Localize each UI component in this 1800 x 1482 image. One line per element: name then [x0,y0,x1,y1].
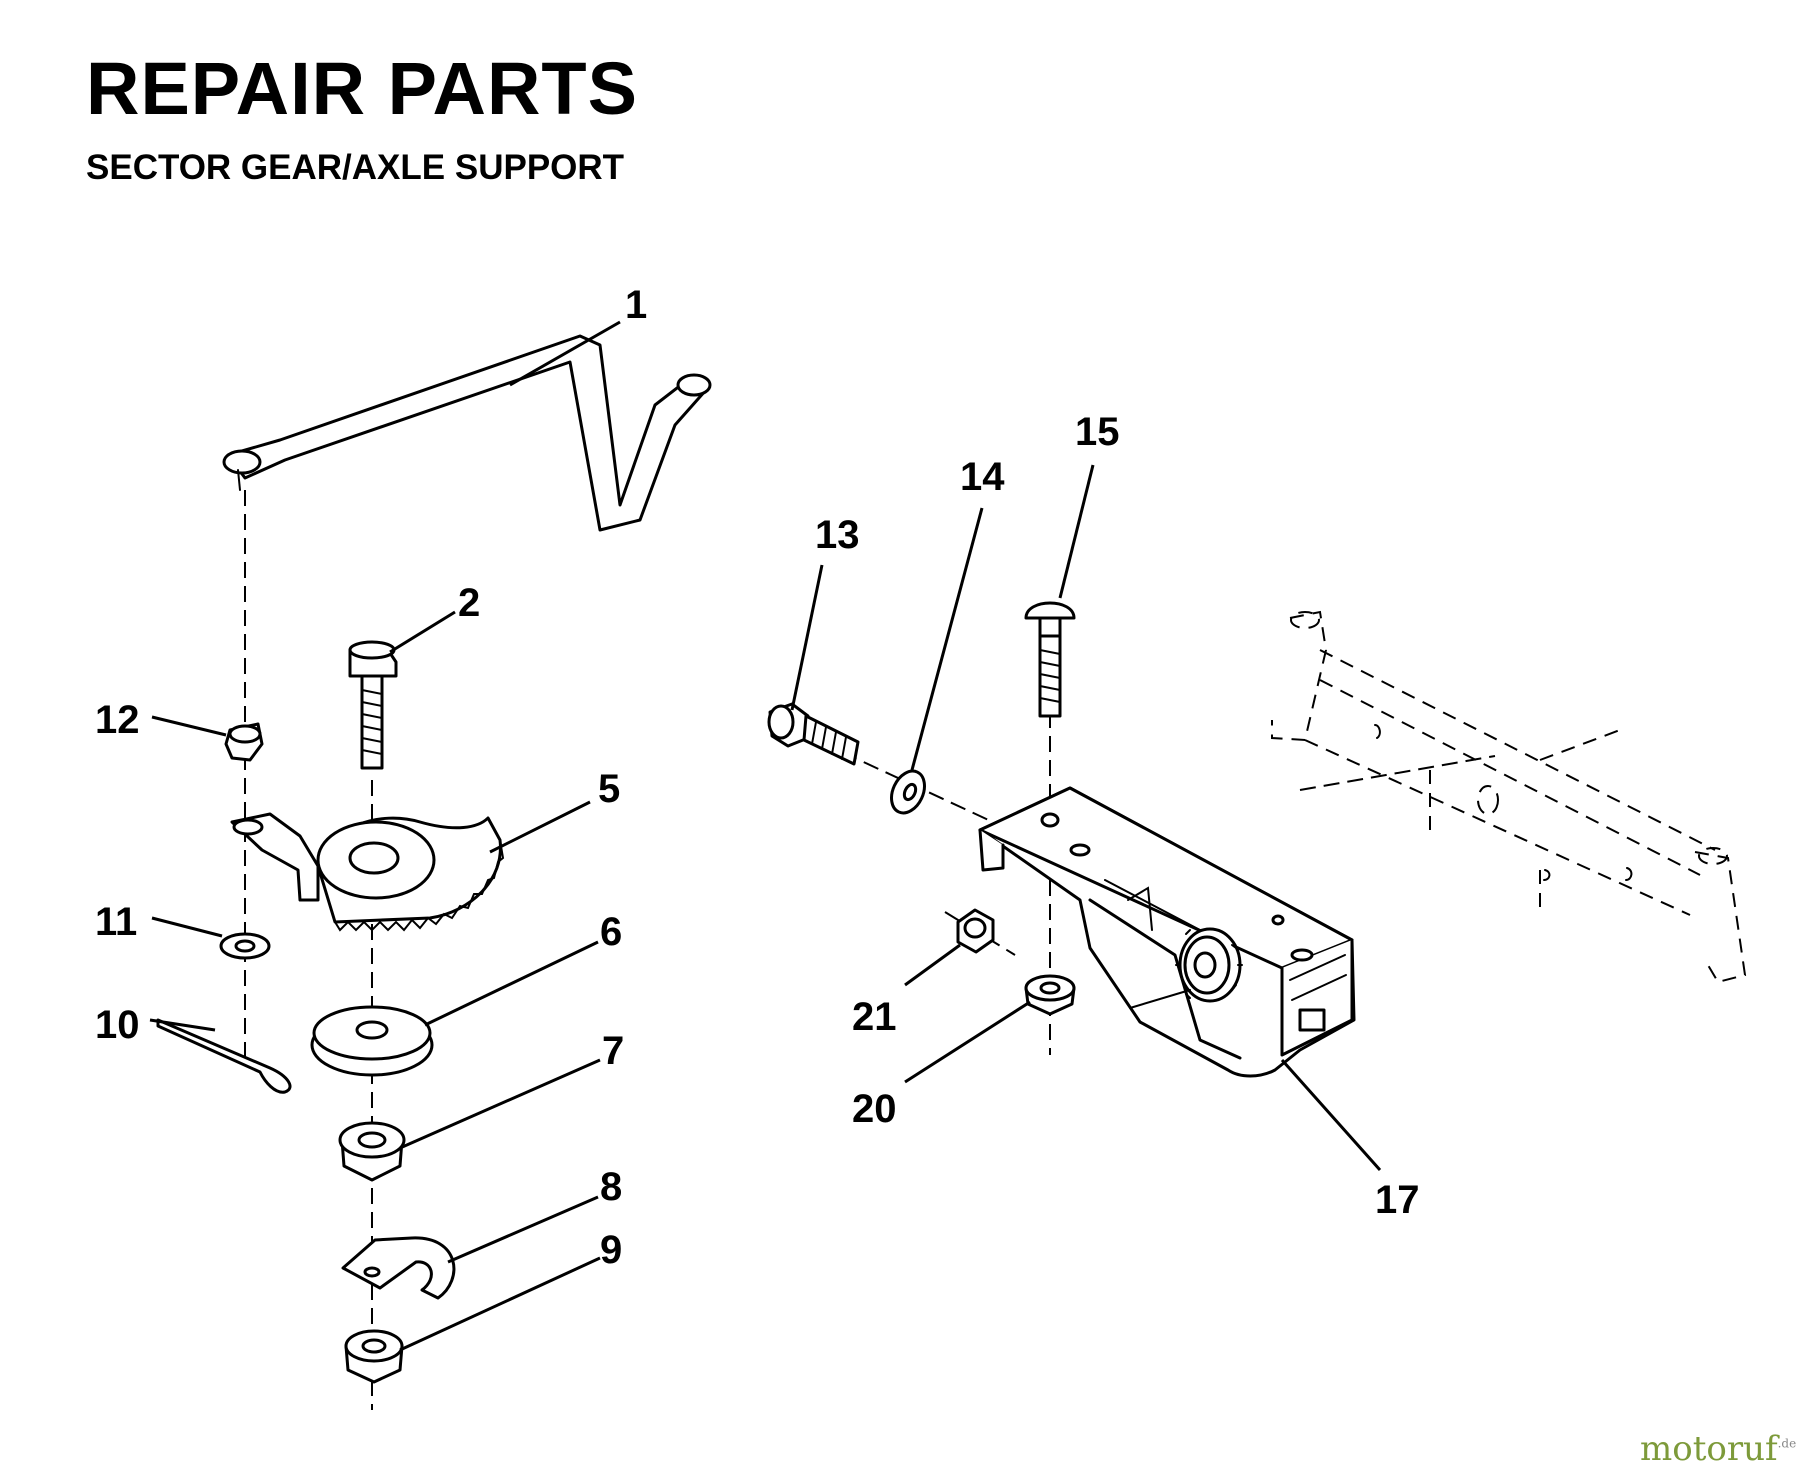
callout-13: 13 [815,513,860,557]
leader-7 [399,1058,601,1150]
part-5-sector-gear [230,812,505,932]
callout-17: 17 [1375,1178,1420,1222]
callout-10: 10 [95,1003,140,1047]
leader-11 [151,916,223,938]
part-7-nut [338,1121,406,1182]
callout-15: 15 [1075,410,1120,454]
callout-1: 1 [625,283,647,327]
watermark-text: motoruf [1640,1429,1778,1469]
callout-20: 20 [852,1087,897,1131]
leader-15 [1058,464,1095,599]
part-6-flat-washer [310,1005,434,1077]
part-9-nut [344,1329,404,1384]
assembly-axis-axle [1299,755,1496,791]
callout-8: 8 [600,1165,622,1209]
leader-6 [424,940,599,1027]
callout-14: 14 [960,455,1005,499]
callout-6: 6 [600,910,622,954]
leader-14 [910,507,984,771]
leader-13 [790,564,824,711]
leader-20 [904,1000,1031,1084]
assembly-axis-nut-21 [944,911,1016,956]
callout-5: 5 [598,767,620,811]
part-1-drag-link [222,334,712,532]
callout-7: 7 [602,1029,624,1073]
leader-2 [389,610,456,654]
page-subtitle: SECTOR GEAR/AXLE SUPPORT [86,148,625,187]
leader-17 [1280,1059,1382,1171]
watermark-suffix: .de [1777,1436,1797,1451]
callout-12: 12 [95,698,140,742]
leader-5 [489,800,591,854]
callout-21: 21 [852,995,897,1039]
leader-1 [509,320,621,387]
leader-21 [904,943,961,987]
page-title: REPAIR PARTS [86,47,638,130]
callout-11: 11 [95,900,137,944]
leader-12 [151,715,227,737]
part-10-cotter-pin [156,1018,292,1094]
part-21-nut [956,908,995,954]
callout-9: 9 [600,1228,622,1272]
part-12-nut [224,722,264,762]
part-20-nut [1024,974,1076,1016]
phantom-front-axle [1271,610,1747,984]
part-17-axle-support [978,786,1356,1078]
part-13-bolt [767,702,860,766]
watermark-logo: motoruf.de [1640,1432,1796,1466]
part-14-washer [890,769,926,815]
leader-10 [149,1018,216,1032]
part-8-clip [341,1236,456,1300]
leader-9 [399,1256,601,1352]
leader-8 [447,1195,599,1264]
part-2-bolt [348,640,398,770]
assembly-axis-bolt-13 [841,751,1011,831]
callout-2: 2 [458,581,480,625]
part-15-carriage-bolt [1024,601,1076,718]
part-11-washer [219,932,271,960]
